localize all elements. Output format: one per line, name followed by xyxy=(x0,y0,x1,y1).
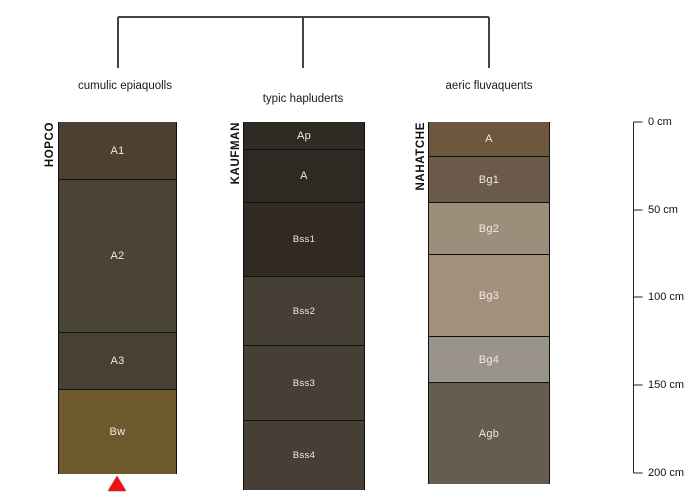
dendrogram-bracket xyxy=(117,16,490,68)
horizon-label: Bss4 xyxy=(292,450,316,461)
horizon-label: Agb xyxy=(478,427,500,440)
horizon-kaufman-ap[interactable]: Ap xyxy=(244,122,364,150)
horizon-kaufman-a[interactable]: A xyxy=(244,150,364,203)
group-label-aeric-fluvaquents: aeric fluvaquents xyxy=(445,80,533,92)
horizon-label: Bss3 xyxy=(292,377,316,389)
group-label-typic-hapluderts: typic hapluderts xyxy=(262,93,344,105)
horizon-hopco-a1[interactable]: A1 xyxy=(59,122,176,180)
water-table-marker-hopco xyxy=(108,476,126,491)
horizon-nahatche-bg3[interactable]: Bg3 xyxy=(429,255,549,337)
horizon-kaufman-bss4[interactable]: Bss4 xyxy=(244,421,364,490)
horizon-kaufman-bss3[interactable]: Bss3 xyxy=(244,346,364,421)
profile-name-hopco: HOPCO xyxy=(44,122,56,168)
horizon-nahatche-bg1[interactable]: Bg1 xyxy=(429,157,549,203)
profile-name-nahatche: NAHATCHE xyxy=(415,122,427,191)
horizon-label: Ap xyxy=(296,129,312,142)
horizon-label: A xyxy=(300,170,308,182)
horizon-hopco-a3[interactable]: A3 xyxy=(59,333,176,390)
horizon-label: Bss2 xyxy=(292,305,316,317)
horizon-label: Bg1 xyxy=(478,173,500,186)
depth-tick-label-150: 150 cm xyxy=(648,379,685,391)
horizon-nahatche-bg4[interactable]: Bg4 xyxy=(429,337,549,383)
horizon-hopco-bw[interactable]: Bw xyxy=(59,390,176,474)
depth-tick-label-200: 200 cm xyxy=(648,467,685,479)
horizon-label: Bss1 xyxy=(292,234,316,245)
horizon-label: Bg2 xyxy=(478,222,500,235)
horizon-label: A2 xyxy=(110,250,125,262)
horizon-label: A3 xyxy=(110,355,125,367)
profile-name-kaufman: KAUFMAN xyxy=(230,122,242,185)
horizon-label: A1 xyxy=(110,144,125,157)
horizon-nahatche-a[interactable]: A xyxy=(429,122,549,157)
horizon-label: A xyxy=(485,133,493,145)
horizon-label: Bg4 xyxy=(478,353,500,366)
depth-tick-label-0: 0 cm xyxy=(648,116,672,128)
depth-tick-label-100: 100 cm xyxy=(648,291,685,303)
horizon-hopco-a2[interactable]: A2 xyxy=(59,180,176,333)
horizon-kaufman-bss1[interactable]: Bss1 xyxy=(244,203,364,277)
depth-axis xyxy=(632,121,643,474)
depth-tick-label-50: 50 cm xyxy=(648,204,678,216)
horizon-kaufman-bss2[interactable]: Bss2 xyxy=(244,277,364,346)
horizon-nahatche-agb[interactable]: Agb xyxy=(429,383,549,484)
group-label-cumulic-epiaquolls: cumulic epiaquolls xyxy=(78,80,172,92)
horizon-label: Bg3 xyxy=(478,289,500,302)
horizon-nahatche-bg2[interactable]: Bg2 xyxy=(429,203,549,255)
horizon-label: Bw xyxy=(109,426,126,438)
